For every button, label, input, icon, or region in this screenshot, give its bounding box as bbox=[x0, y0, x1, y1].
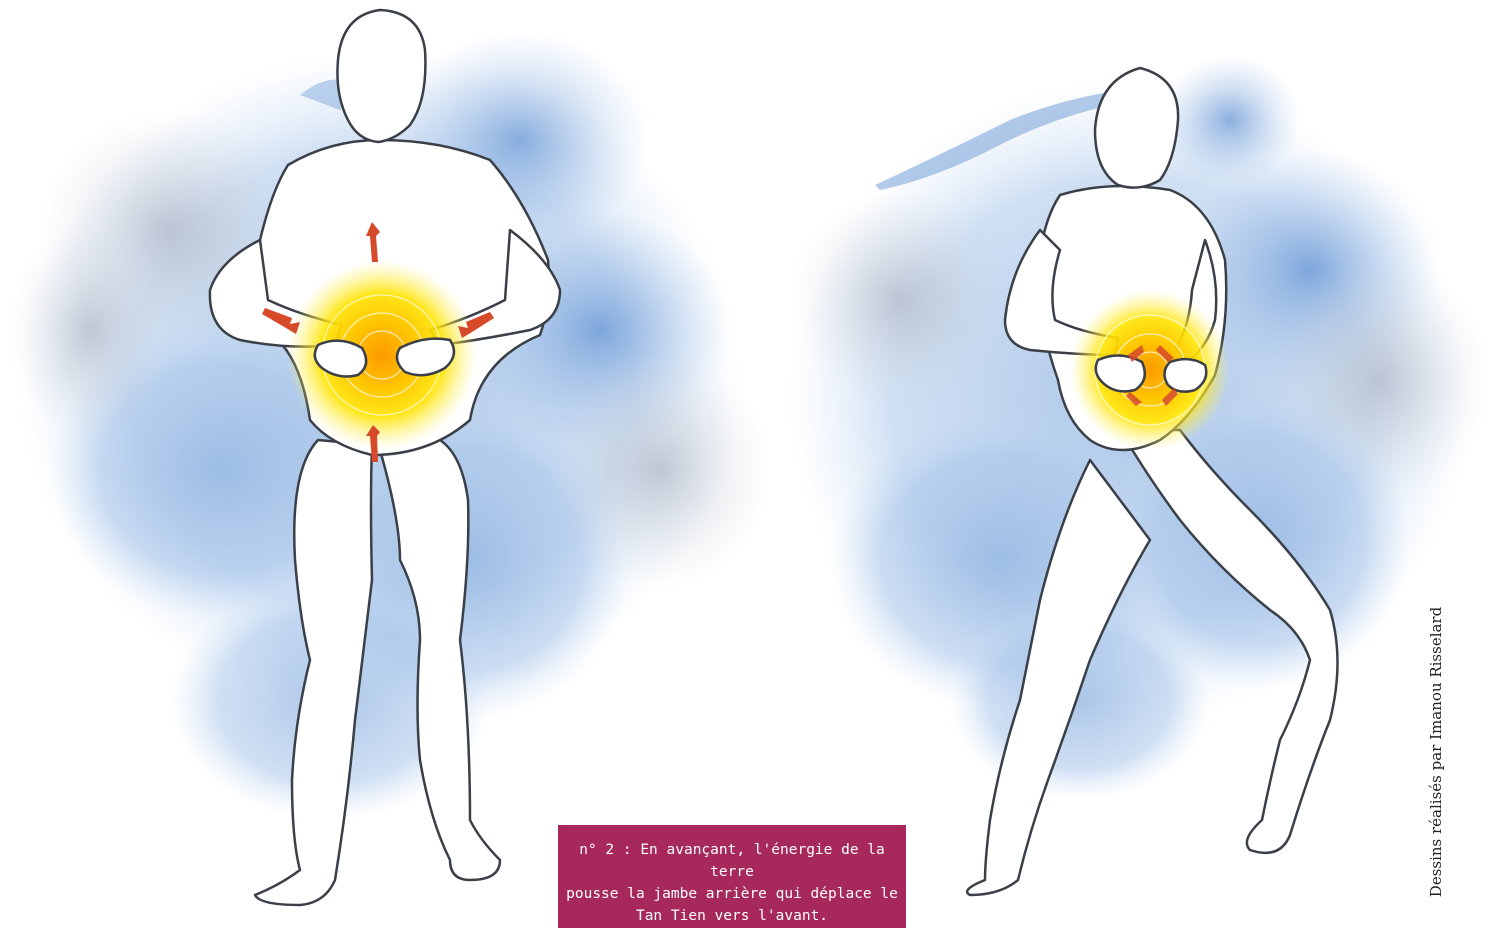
caption-line-2: pousse la jambe arrière qui déplace le bbox=[566, 883, 898, 905]
caption-line-1: n° 2 : En avançant, l'énergie de la terr… bbox=[566, 839, 898, 883]
caption-line-3: Tan Tien vers l'avant. bbox=[566, 905, 898, 927]
credit-text: Dessins réalisés par Imanou Risselard bbox=[1427, 607, 1445, 897]
caption-box: n° 2 : En avançant, l'énergie de la terr… bbox=[558, 825, 906, 928]
left-figure-head bbox=[337, 10, 425, 142]
